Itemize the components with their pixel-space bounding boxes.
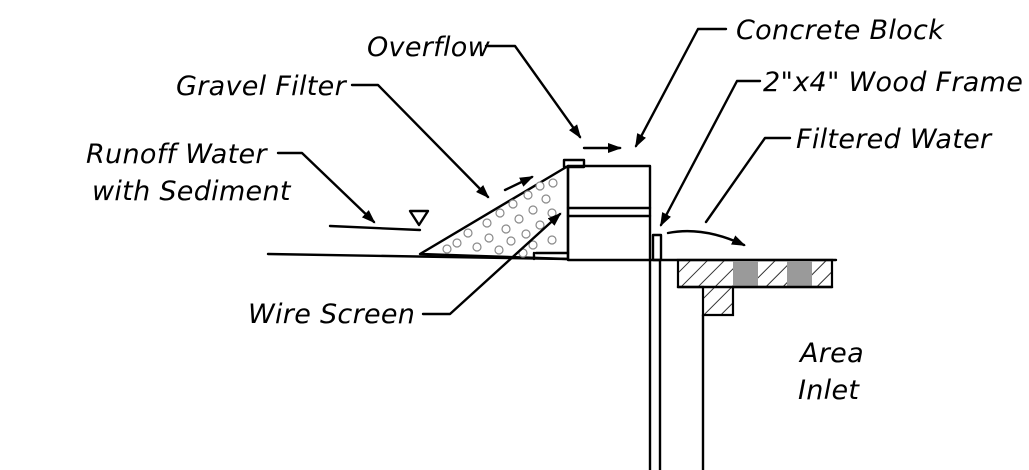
gravel-filter-leader	[350, 83, 490, 199]
grate-bar-2	[787, 261, 812, 286]
filtered-water-arrow	[666, 229, 746, 247]
label-with-sediment: with Sediment	[92, 176, 292, 207]
concrete-block-leader	[634, 27, 728, 148]
label-runoff-water: Runoff Water	[86, 139, 268, 170]
runoff-leader	[276, 151, 376, 224]
wood-frame-leader	[659, 79, 762, 227]
wood-frame	[651, 233, 663, 262]
label-overflow: Overflow	[367, 32, 491, 63]
grate-bar-1	[733, 261, 758, 286]
label-area: Area	[798, 338, 864, 369]
label-filtered-water: Filtered Water	[796, 124, 993, 155]
gravel-filter-shape	[418, 164, 570, 261]
water-surface-line	[328, 224, 422, 232]
wire-screen-leader	[421, 212, 562, 316]
filtered-water-leader	[704, 136, 792, 224]
label-gravel-filter: Gravel Filter	[176, 71, 348, 102]
label-wood-frame: 2"x4" Wood Frame	[763, 67, 1023, 98]
flow-up-arrow	[503, 175, 534, 192]
gravel-pebbles	[442, 178, 558, 258]
label-inlet: Inlet	[798, 375, 860, 406]
water-level-icon	[408, 209, 430, 227]
label-concrete-block: Concrete Block	[736, 15, 945, 46]
label-wire-screen: Wire Screen	[248, 299, 415, 330]
concrete-block	[562, 158, 652, 262]
overflow-leader	[484, 44, 582, 139]
